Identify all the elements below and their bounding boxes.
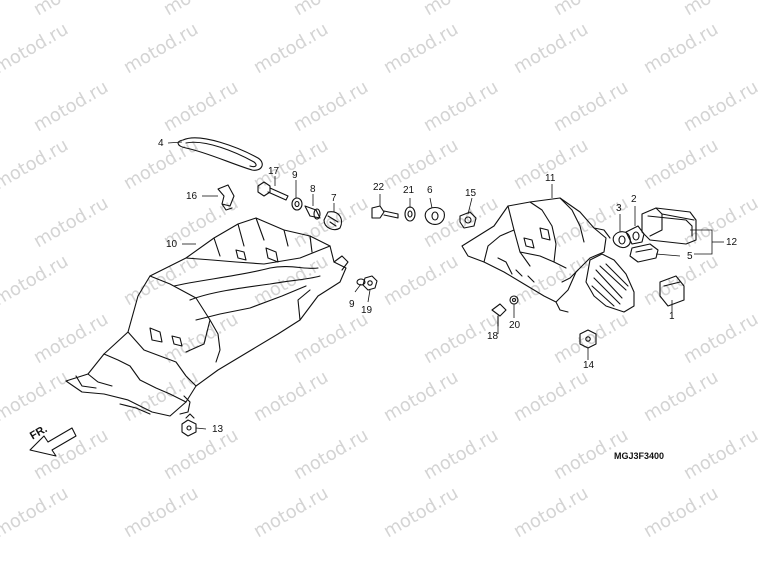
collar-part-15 [459, 211, 477, 229]
callout-19: 19 [361, 305, 373, 316]
nut-part-19 [362, 275, 378, 291]
washer-part-21 [404, 206, 416, 222]
grommet-part-3 [612, 231, 631, 249]
washer-part-9-bottom [356, 278, 366, 286]
callout-16: 16 [186, 191, 198, 202]
callout-9-bottom: 9 [349, 299, 355, 310]
callout-10: 10 [166, 239, 178, 250]
nut-part-14 [579, 329, 597, 349]
callout-18: 18 [487, 331, 499, 342]
washer-part-9-top [291, 197, 303, 211]
callout-17: 17 [268, 166, 280, 177]
callout-9-top: 9 [292, 170, 298, 181]
callout-5: 5 [687, 251, 693, 262]
reflector-part-1 [585, 253, 635, 313]
grommet-part-7 [323, 211, 343, 231]
callout-6: 6 [427, 185, 433, 196]
callout-2: 2 [631, 194, 637, 205]
callout-3: 3 [616, 203, 622, 214]
callout-7: 7 [331, 193, 337, 204]
screw-part-22 [371, 205, 399, 219]
callout-22: 22 [373, 182, 385, 193]
bolt-part-13 [181, 413, 197, 437]
callout-20: 20 [509, 320, 521, 331]
leader-lines [167, 141, 724, 430]
collar-part-8 [304, 205, 321, 220]
bolt-part-17 [257, 181, 289, 201]
callout-4: 4 [158, 138, 164, 149]
callout-8: 8 [310, 184, 316, 195]
callout-11: 11 [545, 173, 556, 184]
callout-14: 14 [583, 360, 595, 371]
license-light-part-12 [641, 207, 697, 245]
collar-part-2 [625, 225, 645, 245]
washer-part-20 [509, 295, 519, 305]
plate-part-1 [659, 275, 685, 307]
screw-part-18 [491, 303, 507, 327]
clip-part-16 [217, 184, 235, 211]
grommet-part-6 [424, 206, 445, 225]
diagram-code: MGJ3F3400 [614, 451, 665, 461]
callout-1: 1 [669, 311, 675, 322]
license-bracket-part-11 [461, 197, 611, 313]
lens-part-5 [629, 243, 659, 263]
band-part-4 [177, 137, 263, 171]
callout-12: 12 [726, 237, 738, 248]
front-direction-arrow [29, 427, 77, 457]
callout-21: 21 [403, 185, 415, 196]
callout-13: 13 [212, 424, 224, 435]
rear-fender-part-10 [65, 217, 349, 417]
callout-15: 15 [465, 188, 477, 199]
